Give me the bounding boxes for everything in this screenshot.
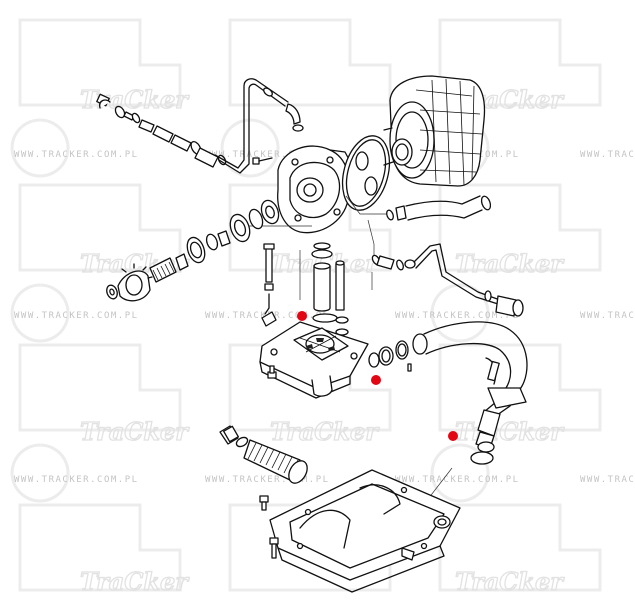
flange-bolt (267, 365, 277, 379)
watermark-logo: TraCker (455, 249, 565, 278)
callout-markers (297, 311, 458, 441)
watermark-url: WWW.TRACKER.COM.PL (205, 150, 330, 160)
gasket-rings (341, 135, 391, 211)
watermark-url: WWW.TRACKER.COM.PL (14, 475, 139, 485)
watermark-logo: TraCker (270, 417, 380, 446)
callout-marker (448, 431, 458, 441)
watermark-url: WWW.TRACKER.COM.PL (395, 475, 520, 485)
callout-marker (371, 375, 381, 385)
suction-pipe (412, 321, 528, 465)
watermark-url: WWW.TRACKER.COM.PL (580, 311, 635, 321)
watermark-logo: TraCker (455, 567, 565, 596)
watermark-url: WWW.TRACKER.COM.PL (14, 311, 139, 321)
transmission-housing (383, 75, 486, 187)
sump-housing (269, 469, 461, 593)
watermark-logo: TraCker (80, 567, 190, 596)
hydraulic-line (371, 243, 524, 317)
watermark-url: WWW.TRACKER.COM.PL (205, 475, 330, 485)
small-bolt (252, 157, 273, 165)
drive-shaft-assembly (106, 199, 280, 302)
flange-plate (259, 321, 369, 399)
watermark-url: WWW.TRACKER.COM.PL (580, 475, 635, 485)
watermark-logo: TraCker (80, 417, 190, 446)
upper-right-pipe (386, 195, 492, 221)
hose-fitting-assembly (96, 93, 227, 168)
sump-bolts (259, 495, 279, 559)
callout-marker (297, 311, 307, 321)
watermark-url: WWW.TRACKER.COM.PL (14, 150, 139, 160)
watermark-url: WWW.TRACKER.COM.PL (580, 150, 635, 160)
watermark-url: WWW.TRACKER.COM.PL (395, 311, 520, 321)
watermark-logo: TraCker (455, 417, 565, 446)
outlet-seals (368, 340, 412, 372)
pump-small-parts (261, 242, 349, 336)
watermark-logo: TraCker (80, 85, 190, 114)
suction-strainer (219, 425, 308, 484)
upper-pipe (214, 78, 304, 174)
pump-housing (277, 145, 357, 234)
